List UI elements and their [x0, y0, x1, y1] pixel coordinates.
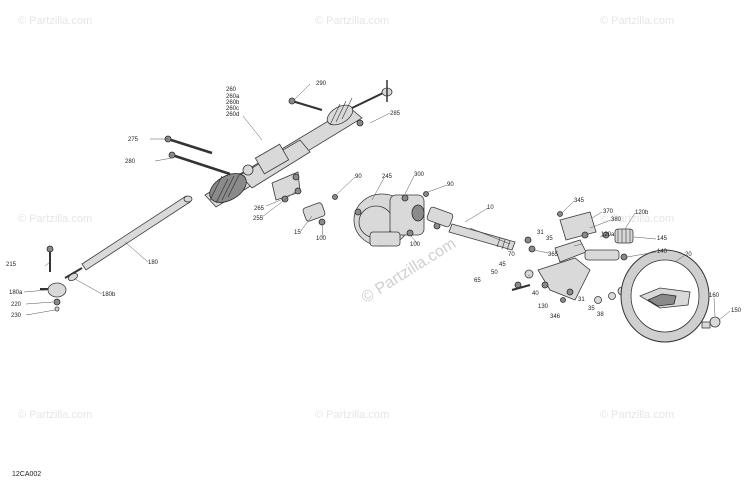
label-265: 265	[254, 206, 265, 212]
label-31-b: 31	[578, 297, 585, 303]
label-31-a: 31	[537, 230, 544, 236]
watermark: © Partzilla.com	[315, 15, 389, 27]
label-230: 230	[11, 313, 22, 319]
label-90-a: 90	[355, 174, 362, 180]
label-275: 275	[128, 137, 139, 143]
label-245: 245	[382, 174, 393, 180]
label-120b: 120b	[635, 210, 649, 216]
label-260: 260	[226, 87, 237, 93]
label-180a: 180a	[9, 290, 23, 296]
label-215: 215	[6, 262, 17, 268]
label-140: 140	[657, 249, 668, 255]
watermark: © Partzilla.com	[600, 213, 674, 225]
label-290: 290	[316, 81, 327, 87]
label-40: 40	[532, 291, 539, 297]
leader-lines	[23, 83, 731, 321]
label-38: 38	[597, 312, 604, 318]
label-280: 280	[125, 159, 136, 165]
watermark: © Partzilla.com	[18, 213, 92, 225]
watermark: © Partzilla.com	[18, 15, 92, 27]
label-220: 220	[11, 302, 22, 308]
label-300: 300	[414, 172, 425, 178]
label-345: 345	[574, 198, 585, 204]
label-380: 380	[611, 217, 622, 223]
label-130: 130	[538, 304, 549, 310]
label-90-b: 90	[447, 182, 454, 188]
watermark: © Partzilla.com	[600, 409, 674, 421]
label-260d: 260d	[226, 112, 239, 118]
label-150: 150	[731, 308, 742, 314]
tilt-bracket	[511, 211, 634, 304]
tie-rod	[40, 195, 193, 312]
label-365: 365	[548, 252, 559, 258]
label-346: 346	[550, 314, 561, 320]
power-steering-unit	[302, 191, 441, 247]
label-20: 20	[685, 252, 692, 258]
label-35-a: 35	[546, 236, 553, 242]
label-10: 10	[487, 205, 494, 211]
label-50: 50	[491, 270, 498, 276]
label-255: 255	[253, 216, 264, 222]
label-70: 70	[508, 252, 515, 258]
label-260b: 260b	[226, 100, 240, 106]
label-285: 285	[390, 111, 401, 117]
watermark: © Partzilla.com	[315, 409, 389, 421]
watermark: © Partzilla.com	[600, 15, 674, 27]
label-180: 180	[148, 260, 159, 266]
label-180b: 180b	[102, 292, 116, 298]
label-120a: 120a	[601, 232, 615, 238]
label-145: 145	[657, 236, 668, 242]
label-35-b: 35	[588, 306, 595, 312]
steering-shaft	[426, 206, 536, 253]
part-labels: 290 260 260a 260b 260c 260d 285 275 280 …	[6, 81, 742, 320]
label-100-b: 100	[410, 242, 421, 248]
watermark: © Partzilla.com	[18, 409, 92, 421]
label-370: 370	[603, 209, 614, 215]
label-260a: 260a	[226, 94, 240, 100]
label-15: 15	[294, 230, 301, 236]
label-65: 65	[474, 278, 481, 284]
label-45: 45	[499, 262, 506, 268]
label-160: 160	[709, 293, 720, 299]
diagram-ref-code: 12CA002	[12, 471, 41, 478]
steering-rack	[164, 80, 393, 208]
label-100-a: 100	[316, 236, 327, 242]
steering-wheel	[620, 249, 721, 343]
label-260c: 260c	[226, 106, 239, 112]
